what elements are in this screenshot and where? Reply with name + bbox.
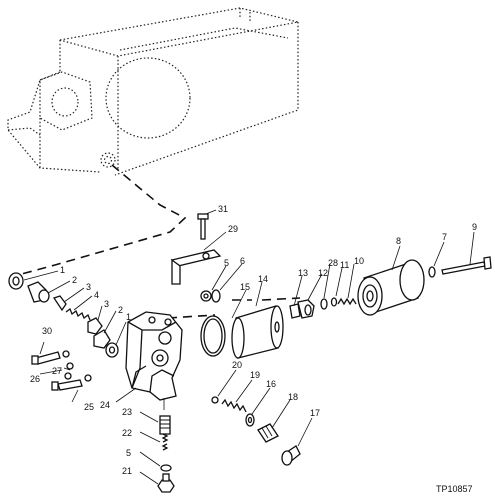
- callout-19: 19: [250, 370, 260, 380]
- callout-17: 17: [310, 408, 320, 418]
- figure-id: TP10857: [436, 484, 473, 494]
- callout-16: 16: [266, 379, 276, 389]
- callout-2: 2: [118, 305, 123, 315]
- callout-9: 9: [472, 222, 477, 232]
- callout-28: 28: [328, 258, 338, 268]
- callout-12: 12: [318, 268, 328, 278]
- callout-22: 22: [122, 428, 132, 438]
- callout-7: 7: [442, 232, 447, 242]
- callout-14: 14: [258, 274, 268, 284]
- callout-6: 6: [240, 256, 245, 266]
- callout-23: 23: [122, 407, 132, 417]
- callout-29: 29: [228, 224, 238, 234]
- callout-5: 5: [224, 258, 229, 268]
- bracket-assembly: [170, 213, 222, 285]
- callout-2: 2: [72, 275, 77, 285]
- left-fittings: [8, 272, 119, 358]
- callout-25: 25: [84, 402, 94, 412]
- callout-18: 18: [288, 392, 298, 402]
- valve-body: [125, 311, 183, 410]
- left-small-bolts: [31, 350, 92, 391]
- callout-labels: 1 2 3 4 3 2 1 30 26 27 25 24 23 22 5 21 …: [30, 204, 477, 476]
- callout-8: 8: [396, 236, 401, 246]
- alignment-dashes: [17, 164, 301, 319]
- filter-element: [200, 305, 284, 359]
- mid-washers: [200, 289, 221, 303]
- callout-4: 4: [94, 290, 99, 300]
- callout-26: 26: [30, 374, 40, 384]
- callout-5: 5: [126, 448, 131, 458]
- callout-15: 15: [240, 282, 250, 292]
- callout-10: 10: [354, 256, 364, 266]
- piston-parts: [289, 297, 357, 319]
- callout-27: 27: [52, 366, 62, 376]
- callout-20: 20: [232, 360, 242, 370]
- lower-right-parts: [211, 396, 301, 466]
- callout-21: 21: [122, 466, 132, 476]
- bottom-stack: [157, 415, 175, 493]
- callout-31: 31: [218, 204, 228, 214]
- callout-3: 3: [86, 282, 91, 292]
- callout-13: 13: [298, 268, 308, 278]
- callout-1: 1: [126, 312, 131, 322]
- callout-11: 11: [340, 260, 349, 270]
- leader-lines: [23, 209, 475, 485]
- callout-3: 3: [104, 299, 109, 309]
- rod-assembly: [428, 256, 492, 278]
- callout-24: 24: [100, 400, 110, 410]
- callout-1: 1: [60, 265, 65, 275]
- callout-30: 30: [42, 326, 52, 336]
- cylinder-housing: [357, 259, 425, 316]
- phantom-housing: [7, 7, 299, 176]
